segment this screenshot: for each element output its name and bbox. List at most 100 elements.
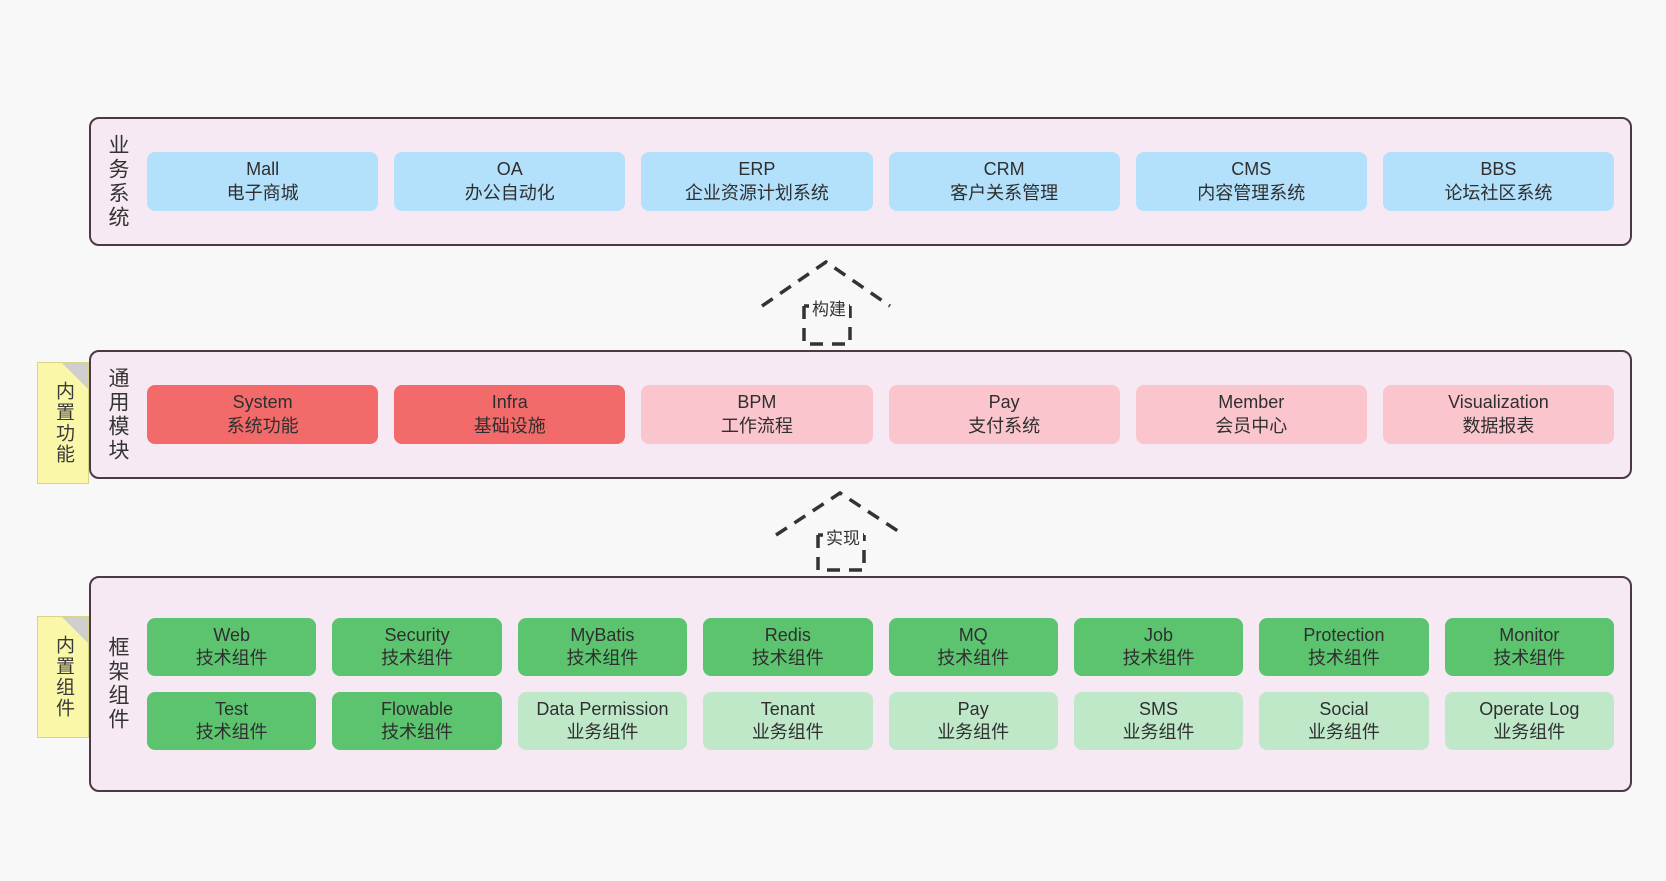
component-box-name: Infra — [491, 392, 528, 413]
component-box-subtitle: 技术组件 — [1307, 647, 1380, 668]
component-box-name: SMS — [1139, 699, 1179, 719]
component-box-subtitle: 基础设施 — [473, 415, 546, 436]
component-box-subtitle: 业务组件 — [566, 722, 639, 743]
component-box-name: Monitor — [1499, 624, 1560, 645]
component-box-subtitle: 技术组件 — [381, 722, 454, 743]
connector-arrowhead — [761, 259, 891, 308]
note-builtin-component-label: 内置组件 — [52, 635, 74, 719]
component-box-subtitle: 内容管理系统 — [1197, 182, 1306, 203]
connector-shaft — [816, 535, 866, 572]
component-box-subtitle: 办公自动化 — [464, 182, 555, 203]
component-box-name: Protection — [1303, 624, 1385, 645]
component-box-name: Mall — [246, 159, 280, 180]
component-box-subtitle: 支付系统 — [968, 415, 1041, 436]
component-box-name: Test — [215, 699, 249, 719]
component-box-name: CRM — [983, 159, 1025, 180]
component-box[interactable]: Test 技术组件 — [147, 692, 317, 751]
connector-implement-label: 实现 — [823, 523, 863, 550]
component-box-subtitle: 数据报表 — [1462, 415, 1535, 436]
component-box-name: Web — [213, 624, 251, 645]
component-box-subtitle: 工作流程 — [720, 415, 793, 436]
connector-build: 构建 — [758, 258, 898, 346]
component-box[interactable]: Tenant 业务组件 — [703, 692, 873, 751]
component-box-subtitle: 论坛社区系统 — [1444, 182, 1553, 203]
component-box[interactable]: SMS 业务组件 — [1073, 692, 1244, 751]
connector-implement: 实现 — [772, 490, 912, 572]
component-box-name: Tenant — [760, 699, 815, 719]
note-fold-corner-icon — [62, 363, 88, 389]
component-box-subtitle: 业务组件 — [1122, 722, 1195, 743]
component-box-subtitle: 技术组件 — [1493, 647, 1566, 668]
component-box-name: Social — [1319, 699, 1369, 719]
component-box-subtitle: 电子商城 — [226, 182, 299, 203]
component-box-name: Security — [384, 624, 450, 645]
component-box-subtitle: 业务组件 — [937, 722, 1010, 743]
component-box-name: Pay — [957, 699, 989, 719]
connector-arrowhead — [775, 490, 905, 537]
component-box-name: BBS — [1480, 159, 1517, 180]
component-box-name: ERP — [738, 159, 776, 180]
component-box-name: Member — [1218, 392, 1285, 413]
component-box-subtitle: 企业资源计划系统 — [684, 182, 829, 203]
component-box-subtitle: 技术组件 — [937, 647, 1010, 668]
component-box-name: BPM — [737, 392, 777, 413]
component-box-name: OA — [496, 159, 523, 180]
note-builtin-function: 内置功能 — [37, 362, 89, 484]
component-box[interactable]: Data Permission 业务组件 — [517, 692, 688, 751]
layer-title-business-system: 业务系统 — [106, 133, 130, 230]
component-box-name: CMS — [1231, 159, 1272, 180]
component-box-subtitle: 业务组件 — [1493, 722, 1566, 743]
component-box-name: Data Permission — [536, 699, 669, 719]
connector-build-label: 构建 — [809, 294, 849, 321]
note-fold-corner-icon — [62, 617, 88, 643]
component-box-name: MyBatis — [570, 624, 635, 645]
layer-title-framework-component: 框架组件 — [106, 636, 130, 732]
layer-title-common-module: 通用模块 — [106, 366, 130, 463]
component-box-name: Pay — [988, 392, 1020, 413]
component-box-name: Job — [1144, 624, 1174, 645]
component-box-subtitle: 技术组件 — [195, 722, 268, 743]
component-box[interactable]: Pay 业务组件 — [888, 692, 1058, 751]
component-box-name: MQ — [958, 624, 988, 645]
note-builtin-component: 内置组件 — [37, 616, 89, 738]
component-box-name: System — [232, 392, 293, 413]
note-builtin-function-label: 内置功能 — [52, 381, 74, 465]
component-box-subtitle: 会员中心 — [1215, 415, 1288, 436]
component-box-subtitle: 业务组件 — [751, 722, 824, 743]
component-box-name: Redis — [764, 624, 811, 645]
component-box-name: Visualization — [1448, 392, 1549, 413]
component-box-subtitle: 系统功能 — [226, 415, 299, 436]
component-box-subtitle: 技术组件 — [381, 647, 454, 668]
